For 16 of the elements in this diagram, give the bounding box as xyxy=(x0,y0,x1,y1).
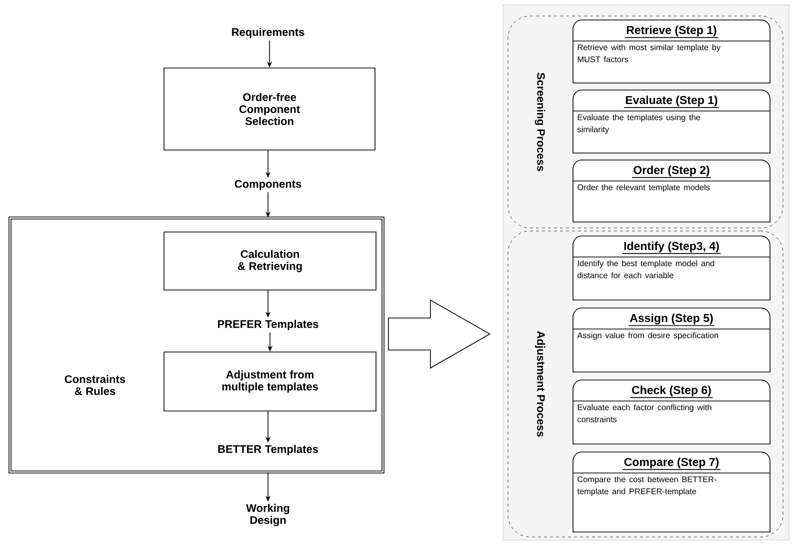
flow-label: BETTER Templates xyxy=(218,444,318,456)
step-card: Identify (Step3, 4) Identify the best template model and distance for each variable xyxy=(572,236,770,300)
step-card: Assign (Step 5) Assign value from desire specification xyxy=(572,308,770,372)
process-box: Calculation & Retrieving xyxy=(164,232,376,290)
step-card: Order (Step 2) Order the relevant template models xyxy=(572,160,770,222)
step-card: Evaluate (Step 1) Evaluate the templates using the similarity xyxy=(572,90,770,154)
flow-label: Components xyxy=(234,180,302,190)
flow-label: Working Design xyxy=(246,504,290,526)
flow-label: PREFER Templates xyxy=(218,320,318,330)
step-card: Check (Step 6) Evaluate each factor conflicting with constraints xyxy=(572,380,770,444)
step-card: Retrieve (Step 1) Retrieve with most similar template by MUST factors xyxy=(572,20,770,84)
process-box: Adjustment from multiple templates xyxy=(164,352,376,412)
block-arrow xyxy=(388,299,491,369)
process-box: Order-free Component Selection xyxy=(164,68,376,150)
flow-label: Requirements xyxy=(232,28,304,38)
step-card: Compare (Step 7) Compare the cost between BETTER-template and PREFER-template xyxy=(572,452,770,532)
